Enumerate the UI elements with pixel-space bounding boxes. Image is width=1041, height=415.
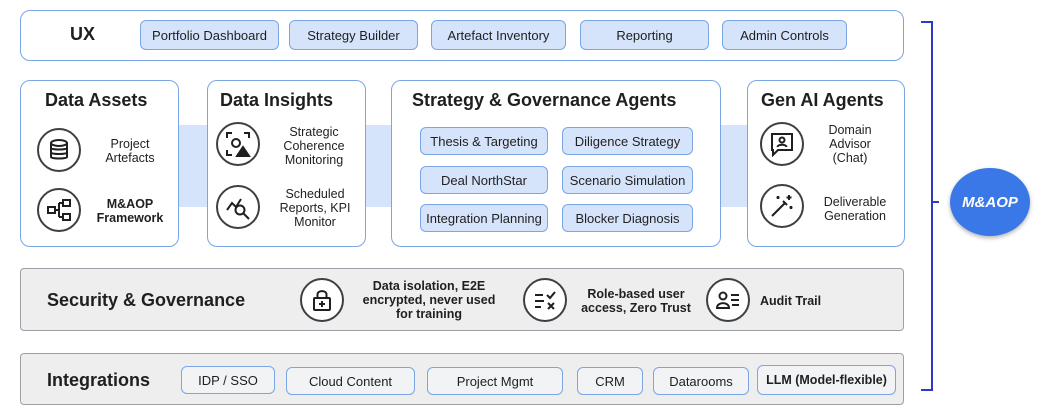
bracket-line — [921, 21, 939, 391]
trend-search-icon — [216, 185, 260, 229]
integrations-title: Integrations — [47, 370, 151, 390]
maop-framework-label: M&AOP Framework — [96, 197, 164, 225]
ux-item-artefact-inventory[interactable]: Artefact Inventory — [431, 20, 566, 50]
ux-title: UX — [70, 24, 96, 44]
integration-crm[interactable]: CRM — [577, 367, 643, 395]
agent-blocker-diagnosis[interactable]: Blocker Diagnosis — [562, 204, 693, 232]
security-panel — [20, 268, 904, 331]
maop-badge-label: M&AOP — [962, 193, 1018, 211]
hierarchy-icon — [37, 188, 81, 232]
scheduled-reports-label: Scheduled Reports, KPI Monitor — [279, 187, 351, 229]
integration-idp-sso[interactable]: IDP / SSO — [181, 366, 275, 394]
database-icon — [37, 128, 81, 172]
data-insights-title: Data Insights — [220, 90, 334, 110]
domain-advisor-label: Domain Advisor (Chat) — [828, 123, 872, 165]
ux-item-reporting[interactable]: Reporting — [580, 20, 709, 50]
audit-trail-label: Audit Trail — [760, 294, 822, 308]
integration-project-mgmt[interactable]: Project Mgmt — [427, 367, 563, 395]
agent-scenario-simulation[interactable]: Scenario Simulation — [562, 166, 693, 194]
maop-badge[interactable]: M&AOP — [950, 168, 1030, 236]
security-title: Security & Governance — [47, 290, 246, 310]
data-isolation-label: Data isolation, E2E encrypted, never use… — [362, 279, 496, 321]
ux-item-strategy-builder[interactable]: Strategy Builder — [289, 20, 418, 50]
gen-ai-title: Gen AI Agents — [761, 90, 884, 110]
agent-thesis-targeting[interactable]: Thesis & Targeting — [420, 127, 548, 155]
coherence-alert-icon — [216, 122, 260, 166]
connector-assets-insights — [178, 125, 208, 207]
lock-icon — [300, 278, 344, 322]
audit-user-icon — [706, 278, 750, 322]
agents-title: Strategy & Governance Agents — [412, 90, 677, 110]
role-based-access-label: Role-based user access, Zero Trust — [581, 287, 691, 315]
connector-agents-genai — [720, 125, 748, 207]
integration-cloud-content[interactable]: Cloud Content — [286, 367, 415, 395]
connector-insights-agents — [364, 125, 392, 207]
chat-advisor-icon — [760, 122, 804, 166]
agent-diligence-strategy[interactable]: Diligence Strategy — [562, 127, 693, 155]
ux-item-portfolio-dashboard[interactable]: Portfolio Dashboard — [140, 20, 279, 50]
project-artefacts-label: Project Artefacts — [105, 137, 155, 165]
magic-wand-icon — [760, 184, 804, 228]
access-check-icon — [523, 278, 567, 322]
integration-llm[interactable]: LLM (Model-flexible) — [757, 365, 896, 395]
agent-deal-northstar[interactable]: Deal NorthStar — [420, 166, 548, 194]
deliverable-generation-label: Deliverable Generation — [823, 195, 887, 223]
ux-item-admin-controls[interactable]: Admin Controls — [722, 20, 847, 50]
agent-integration-planning[interactable]: Integration Planning — [420, 204, 548, 232]
strategic-coherence-label: Strategic Coherence Monitoring — [283, 125, 345, 167]
data-assets-title: Data Assets — [45, 90, 148, 110]
integration-datarooms[interactable]: Datarooms — [653, 367, 749, 395]
